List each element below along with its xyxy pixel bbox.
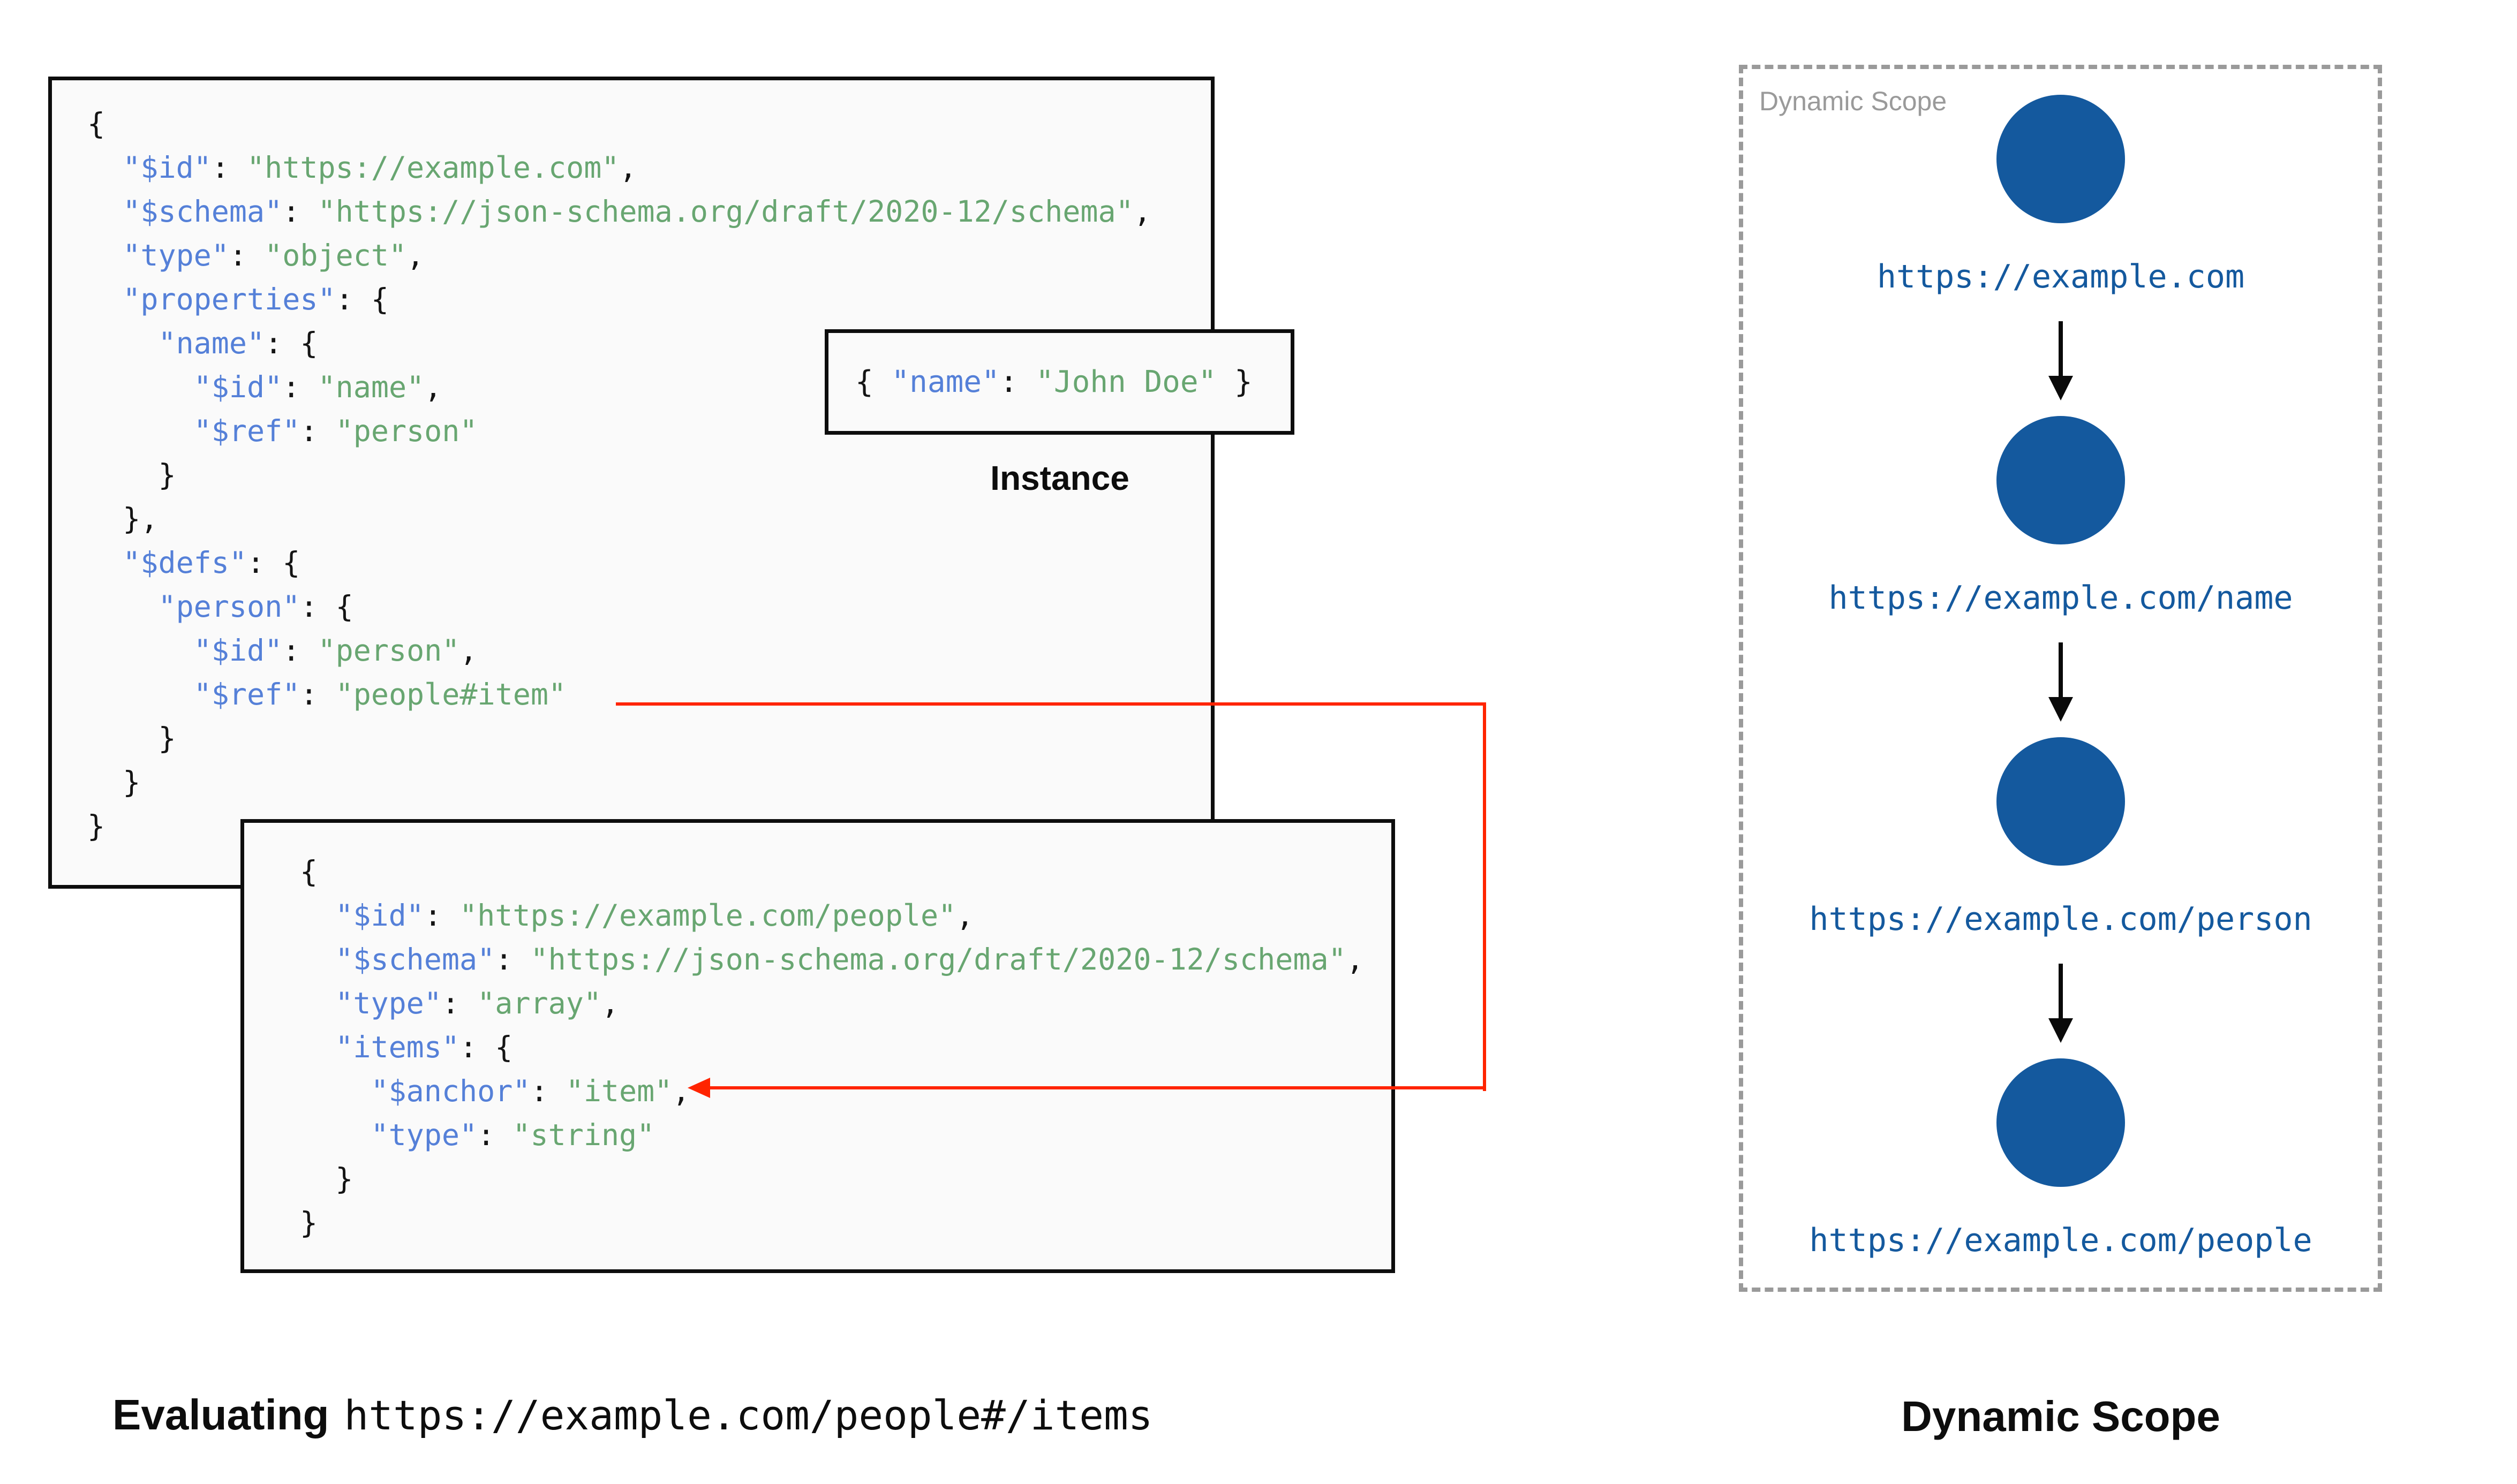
code-line: "$id": "https://example.com", — [123, 150, 637, 185]
code-line: "$id": "https://example.com/people", — [335, 898, 974, 933]
code-line: { — [300, 854, 318, 889]
code-line: "items": { — [335, 1030, 513, 1064]
ref-arrow-segment-vertical — [1483, 702, 1486, 1091]
code-line: } — [87, 458, 176, 492]
ref-arrowhead-icon — [688, 1078, 710, 1098]
code-line: "type": "array", — [335, 986, 620, 1020]
code-line: "type": "string" — [371, 1118, 655, 1152]
arrow-head-icon — [2048, 697, 2073, 722]
evaluating-caption: Evaluating https://example.com/people#/i… — [112, 1385, 1152, 1444]
ref-arrow-segment-bottom — [708, 1086, 1486, 1089]
dynamic-scope-box-label: Dynamic Scope — [1759, 86, 1947, 116]
arrow-shaft — [2059, 642, 2063, 699]
scope-node-label-1: https://example.com — [1877, 258, 2245, 296]
schema-box-people: { "$id": "https://example.com/people", "… — [240, 819, 1395, 1273]
schema-box-root: { "$id": "https://example.com", "$schema… — [48, 77, 1215, 889]
schema-root-code: { "$id": "https://example.com", "$schema… — [52, 80, 1211, 848]
code-line: } — [300, 1206, 318, 1240]
scope-node-circle-1 — [1996, 95, 2125, 223]
code-line: { — [87, 107, 105, 141]
code-line: "$defs": { — [123, 546, 300, 580]
code-line: "$id": "person", — [193, 633, 478, 668]
code-line: } — [300, 1162, 353, 1196]
code-line: "$ref": "person" — [193, 414, 478, 448]
arrow-shaft — [2059, 321, 2063, 377]
code-line: "$ref": "people#item" — [193, 677, 567, 711]
ref-arrow-segment-top — [616, 702, 1486, 706]
arrow-head-icon — [2048, 376, 2073, 400]
evaluating-caption-uri: https://example.com/people#/items — [344, 1391, 1153, 1439]
scope-node-circle-3 — [1996, 737, 2125, 866]
scope-node-label-3: https://example.com/person — [1809, 900, 2312, 938]
instance-label: Instance — [990, 459, 1129, 497]
scope-node-circle-2 — [1996, 416, 2125, 544]
code-line: }, — [87, 502, 159, 536]
code-line: "type": "object", — [123, 238, 425, 272]
code-line: "name": { — [158, 326, 318, 360]
down-arrow-icon-2 — [2036, 642, 2085, 723]
code-line: { "name": "John Doe" } — [855, 364, 1253, 399]
code-line: } — [87, 721, 176, 755]
code-line: "$id": "name", — [193, 370, 442, 404]
arrow-shaft — [2059, 964, 2063, 1020]
code-line: "$schema": "https://json-schema.org/draf… — [123, 194, 1151, 229]
down-arrow-icon-1 — [2036, 321, 2085, 402]
evaluating-caption-bold: Evaluating — [112, 1391, 329, 1438]
scope-node-circle-4 — [1996, 1058, 2125, 1187]
code-line: } — [87, 765, 141, 799]
instance-code: { "name": "John Doe" } — [828, 367, 1253, 397]
code-line: "$anchor": "item", — [371, 1074, 690, 1108]
code-line: "person": { — [158, 589, 353, 624]
code-line: "properties": { — [123, 282, 389, 316]
dynamic-scope-box — [1739, 65, 2382, 1292]
scope-node-label-4: https://example.com/people — [1809, 1222, 2312, 1259]
schema-people-code: { "$id": "https://example.com/people", "… — [244, 823, 1391, 1245]
scope-node-label-2: https://example.com/name — [1828, 579, 2293, 617]
instance-box: { "name": "John Doe" } — [825, 329, 1294, 435]
dynamic-scope-caption: Dynamic Scope — [1901, 1392, 2220, 1440]
down-arrow-icon-3 — [2036, 964, 2085, 1044]
code-line: } — [87, 809, 105, 843]
arrow-head-icon — [2048, 1018, 2073, 1043]
code-line: "$schema": "https://json-schema.org/draf… — [335, 942, 1364, 976]
